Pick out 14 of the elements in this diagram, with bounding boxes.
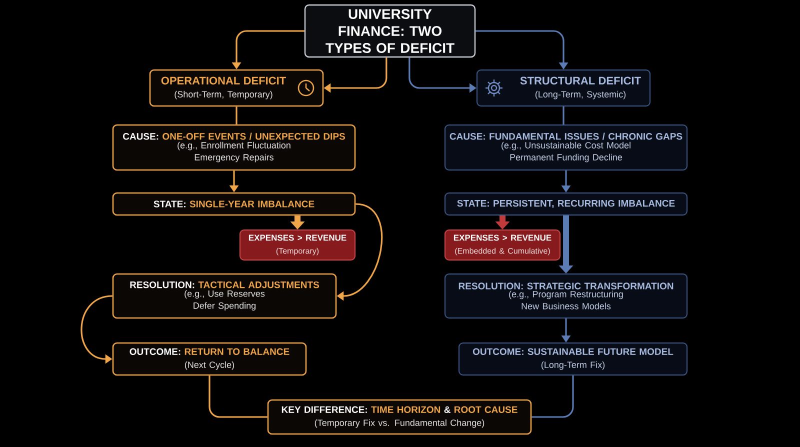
warning-box: EXPENSES > REVENUE (Temporary) xyxy=(240,230,356,260)
process-box: STATE: SINGLE-YEAR IMBALANCE xyxy=(112,192,356,216)
process-box: KEY DIFFERENCE: TIME HORIZON & ROOT CAUSE (Temporary Fix vs. Fundamental Change) xyxy=(267,399,532,435)
process-box: RESOLUTION: TACTICAL ADJUSTMENTS (e.g., Use Reserves Defer Spending xyxy=(112,273,337,319)
process-box: RESOLUTION: STRATEGIC TRANSFORMATION (e.g., Program Restructuring New Business Models xyxy=(444,274,688,318)
process-box: CAUSE: ONE-OFF EVENTS / UNEXPECTED DIPS (e.g., Enrollment Fluctuation Emergency Repairs xyxy=(112,124,356,171)
warning-box: EXPENSES > REVENUE (Embedded & Cumulative) xyxy=(444,230,560,260)
process-box: STRUCTURAL DEFICIT (Long-Term, Systemic) xyxy=(476,70,650,106)
process-box: CAUSE: FUNDAMENTAL ISSUES / CHRONIC GAPS (e.g., Unsustainable Cost Model Permanent Funding Decline xyxy=(444,124,688,170)
process-box: STATE: PERSISTENT, RECURRING IMBALANCE xyxy=(444,192,688,216)
process-box: OUTCOME: RETURN TO BALANCE (Next Cycle) xyxy=(112,342,307,376)
title-box: UNIVERSITY FINANCE: TWO TYPES OF DEFICIT xyxy=(304,4,476,58)
process-box: OUTCOME: SUSTAINABLE FUTURE MODEL (Long-Term Fix) xyxy=(458,342,688,376)
process-box: OPERATIONAL DEFICIT (Short-Term, Temporary) xyxy=(149,69,324,107)
